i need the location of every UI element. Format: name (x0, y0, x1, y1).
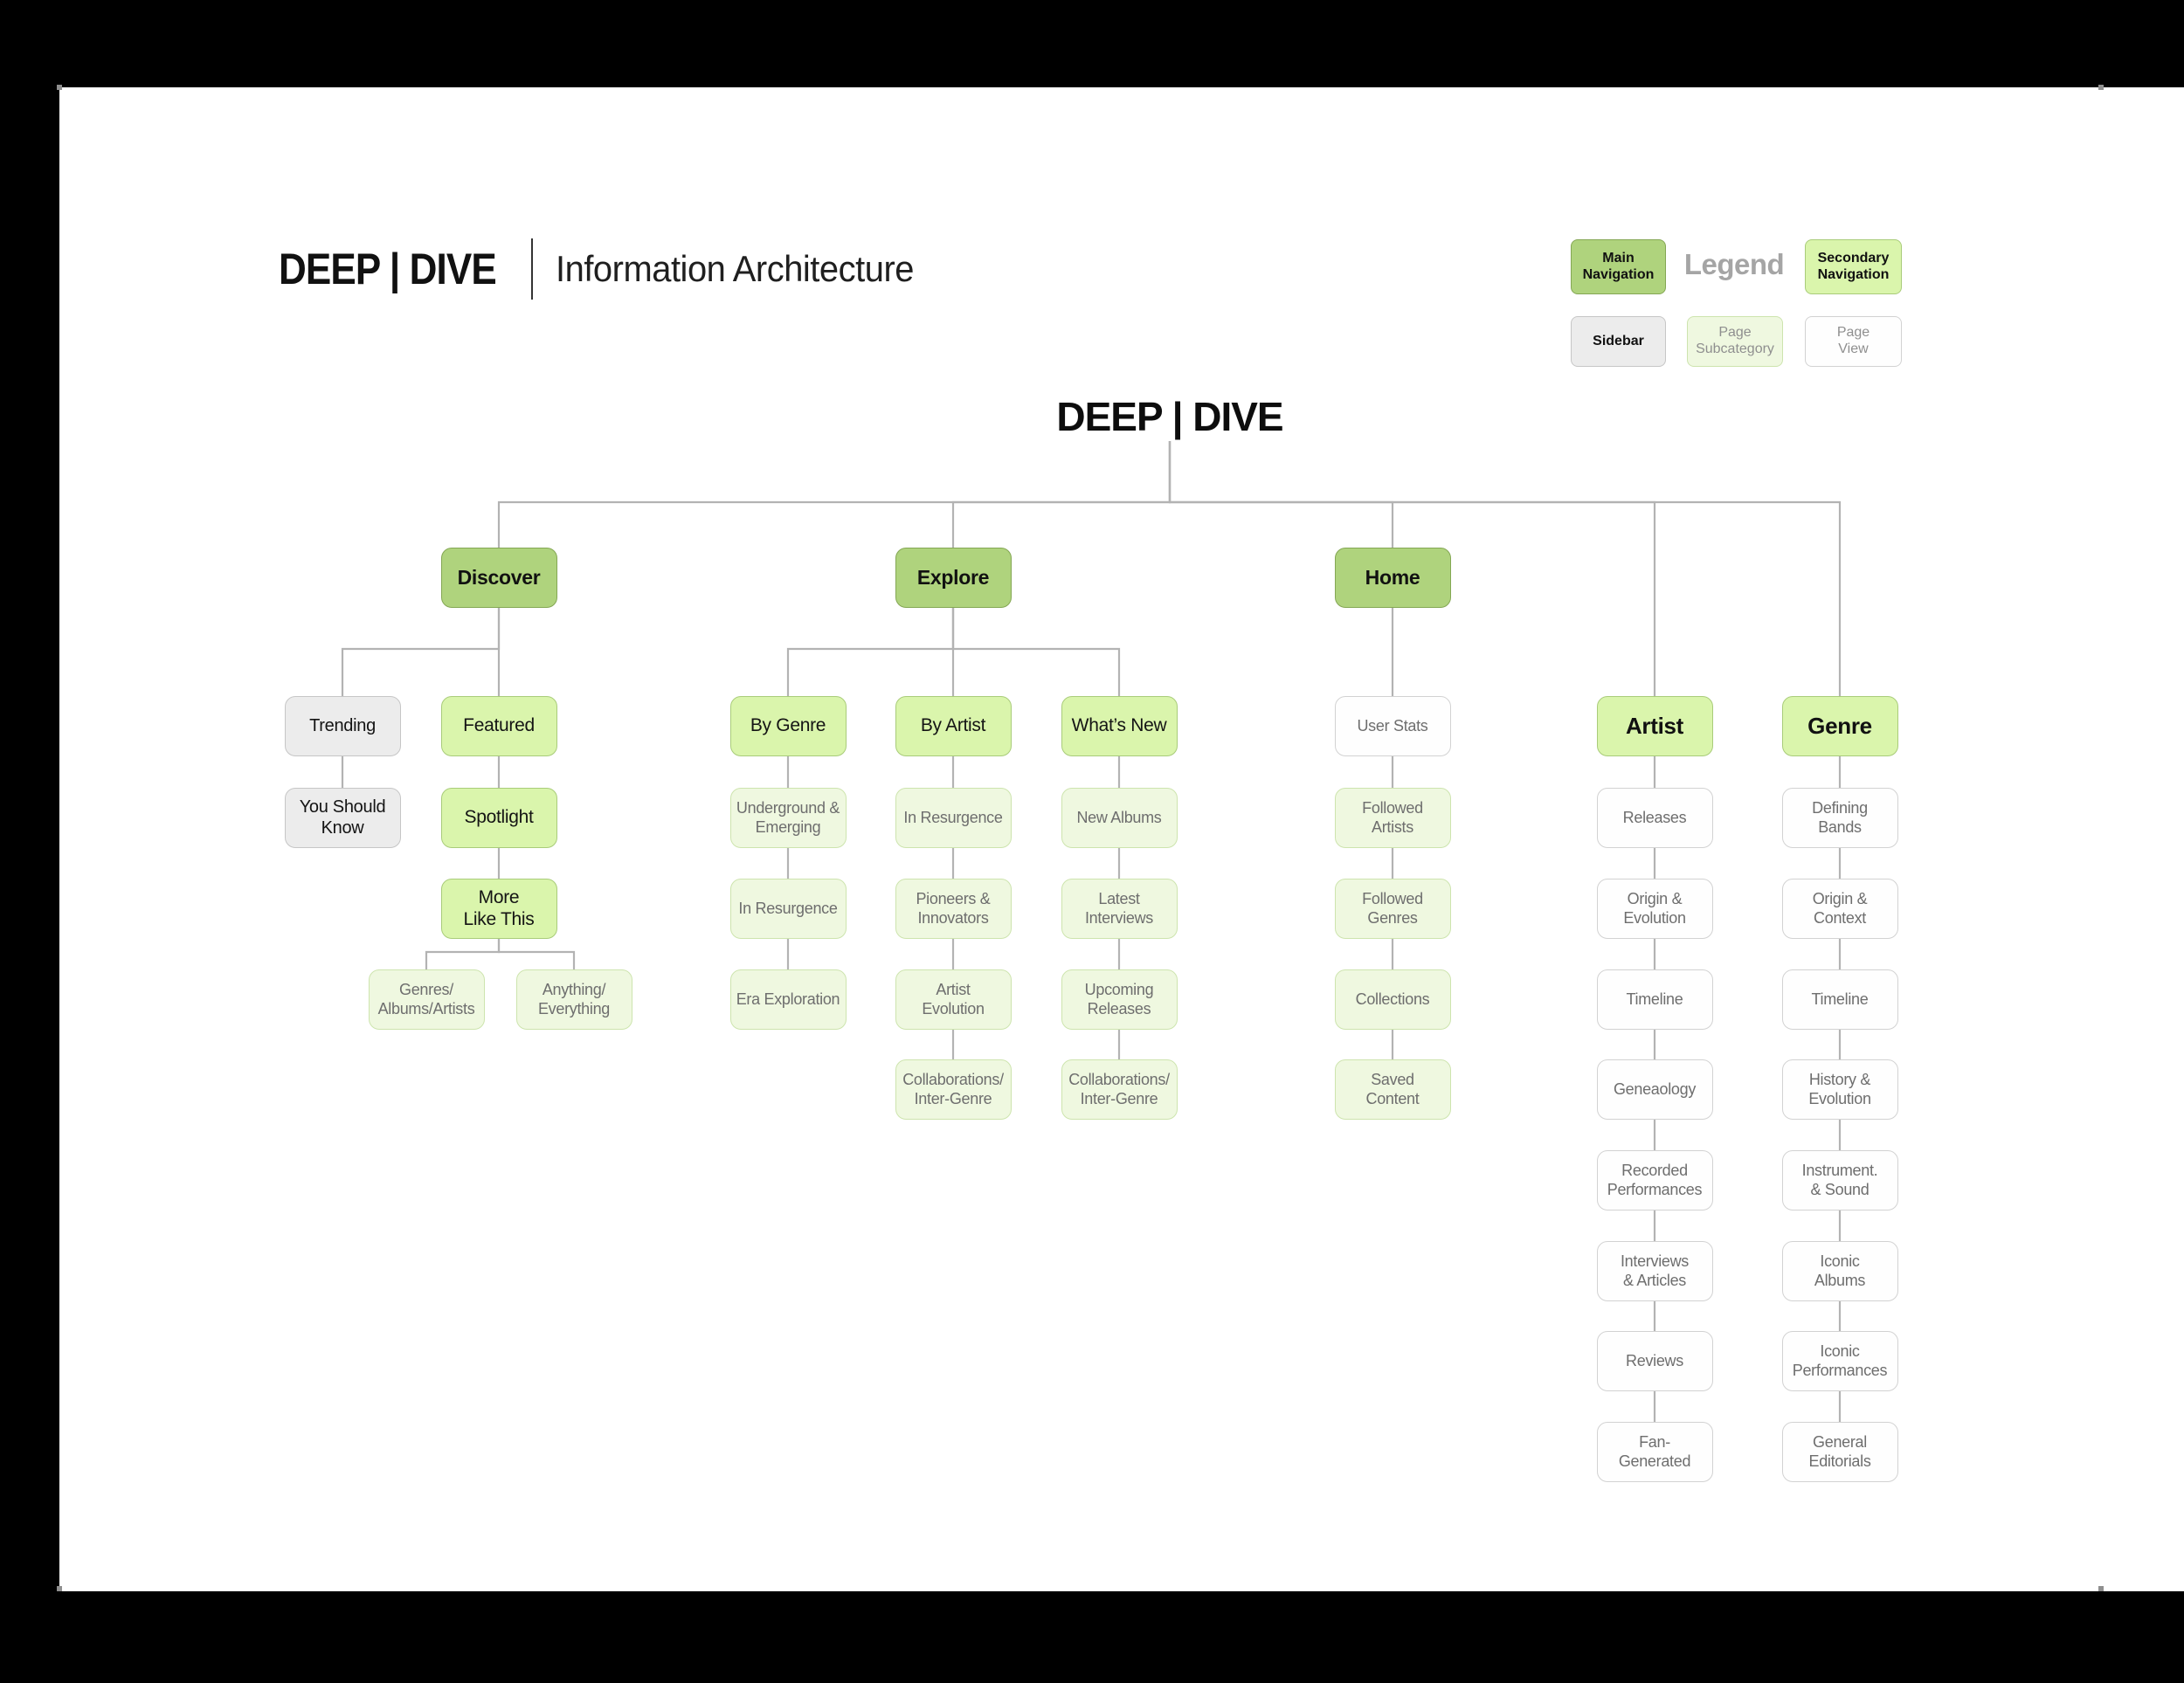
page-right-margin (2104, 87, 2184, 1591)
header-divider (530, 238, 533, 300)
node-releases: Releases (1596, 788, 1713, 848)
node-new-albums: New Albums (1061, 788, 1178, 848)
node-artist: Artist (1596, 696, 1713, 756)
node-in-resurgence-artist: In Resurgence (895, 788, 1012, 848)
page-corner-handle[interactable] (57, 1586, 62, 1591)
node-saved-content: Saved Content (1334, 1059, 1451, 1120)
node-origin-evolution: Origin & Evolution (1596, 879, 1713, 939)
node-you-should-know: You Should Know (284, 788, 401, 848)
brand-logo: DEEP | DIVE (279, 245, 497, 293)
node-collaborations-inter-genre-artist: Collaborations/ Inter-Genre (895, 1059, 1012, 1120)
node-more-like-this: More Like This (440, 879, 557, 939)
node-whats-new: What’s New (1061, 696, 1178, 756)
node-anything-everything: Anything/ Everything (515, 969, 632, 1030)
node-underground-emerging: Underground & Emerging (729, 788, 847, 848)
node-iconic-performances: Iconic Performances (1781, 1331, 1898, 1391)
node-home: Home (1334, 548, 1451, 608)
node-pioneers-innovators: Pioneers & Innovators (895, 879, 1012, 939)
legend-page-subcategory: Page Subcategory (1687, 316, 1783, 367)
node-fan-generated: Fan- Generated (1596, 1422, 1713, 1482)
node-in-resurgence-genre: In Resurgence (729, 879, 847, 939)
legend-main-navigation: Main Navigation (1571, 239, 1666, 294)
page-title: Information Architecture (555, 248, 914, 289)
tree-root-label: DEEP | DIVE (1056, 394, 1283, 439)
page-corner-handle[interactable] (57, 85, 62, 90)
node-discover: Discover (440, 548, 557, 608)
node-collections: Collections (1334, 969, 1451, 1030)
node-era-exploration: Era Exploration (729, 969, 847, 1030)
node-explore: Explore (895, 548, 1012, 608)
node-followed-genres: Followed Genres (1334, 879, 1451, 939)
node-origin-context: Origin & Context (1781, 879, 1898, 939)
legend-title: Legend (1683, 248, 1785, 280)
node-recorded-performances: Recorded Performances (1596, 1150, 1713, 1211)
node-upcoming-releases: Upcoming Releases (1061, 969, 1178, 1030)
node-interviews-articles: Interviews & Articles (1596, 1241, 1713, 1301)
legend-secondary-navigation: Secondary Navigation (1805, 239, 1902, 294)
legend-sidebar: Sidebar (1571, 316, 1666, 367)
page-corner-handle[interactable] (2098, 85, 2104, 90)
node-iconic-albums: Iconic Albums (1781, 1241, 1898, 1301)
node-defining-bands: Defining Bands (1781, 788, 1898, 848)
node-trending: Trending (284, 696, 401, 756)
node-general-editorials: General Editorials (1781, 1422, 1898, 1482)
node-collaborations-inter-genre-new: Collaborations/ Inter-Genre (1061, 1059, 1178, 1120)
node-timeline-genre: Timeline (1781, 969, 1898, 1030)
node-spotlight: Spotlight (440, 788, 557, 848)
node-artist-evolution: Artist Evolution (895, 969, 1012, 1030)
node-geneaology: Geneaology (1596, 1059, 1713, 1120)
node-featured: Featured (440, 696, 557, 756)
node-by-artist: By Artist (895, 696, 1012, 756)
node-latest-interviews: Latest Interviews (1061, 879, 1178, 939)
page-corner-handle[interactable] (2098, 1586, 2104, 1591)
node-history-evolution: History & Evolution (1781, 1059, 1898, 1120)
node-reviews: Reviews (1596, 1331, 1713, 1391)
node-genre: Genre (1781, 696, 1898, 756)
node-genres-albums-artists: Genres/ Albums/Artists (368, 969, 485, 1030)
node-timeline-artist: Timeline (1596, 969, 1713, 1030)
node-instrument-sound: Instrument. & Sound (1781, 1150, 1898, 1211)
node-by-genre: By Genre (729, 696, 847, 756)
node-user-stats: User Stats (1334, 696, 1451, 756)
legend-page-view: Page View (1805, 316, 1902, 367)
node-followed-artists: Followed Artists (1334, 788, 1451, 848)
page-header: DEEP | DIVE Information Architecture (279, 236, 932, 302)
